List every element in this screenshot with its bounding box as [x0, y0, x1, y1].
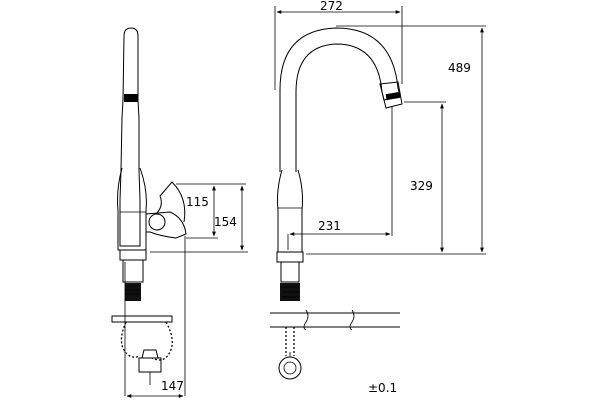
dim-handle-height: 115	[186, 195, 209, 209]
thread-block	[125, 283, 141, 301]
front-dimensions	[274, 6, 486, 255]
dim-base-height: 154	[214, 215, 237, 229]
dim-reach: 231	[318, 219, 341, 233]
side-dimensions	[126, 183, 248, 398]
front-view	[270, 27, 403, 380]
dim-outlet-height: 329	[410, 179, 433, 193]
spray-head-knurl-front	[385, 91, 401, 101]
dim-top-width: 272	[320, 0, 343, 13]
spray-head-knurl	[124, 94, 138, 102]
dim-total-height: 489	[448, 61, 471, 75]
tolerance-note: ±0.1	[368, 381, 397, 395]
dim-side-width: 147	[161, 379, 184, 393]
side-view	[111, 27, 187, 396]
